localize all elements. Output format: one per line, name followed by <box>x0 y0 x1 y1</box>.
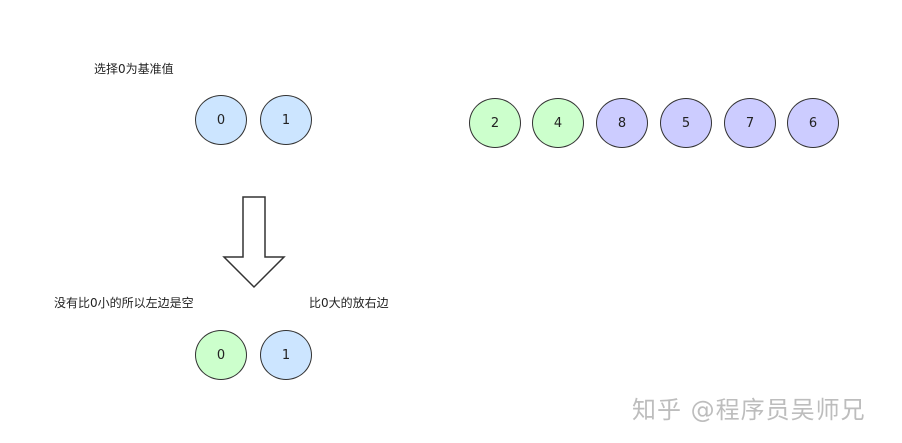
down-arrow-icon <box>222 196 286 289</box>
right-node-4: 7 <box>724 98 776 148</box>
right-node-2: 8 <box>596 98 648 148</box>
right-node-0: 2 <box>469 98 521 148</box>
watermark: 知乎 @程序员吴师兄 <box>632 396 866 424</box>
right-node-3: 5 <box>660 98 712 148</box>
bottom-right-label: 比0大的放右边 <box>309 296 389 310</box>
bottom-node-0: 0 <box>195 330 247 380</box>
bottom-node-1: 1 <box>260 330 312 380</box>
top-title-label: 选择0为基准值 <box>94 62 174 76</box>
right-node-1: 4 <box>532 98 584 148</box>
top-node-0: 0 <box>195 95 247 145</box>
right-node-5: 6 <box>787 98 839 148</box>
down-arrow-shape <box>222 196 286 289</box>
bottom-left-label: 没有比0小的所以左边是空 <box>54 296 194 310</box>
top-node-1: 1 <box>260 95 312 145</box>
